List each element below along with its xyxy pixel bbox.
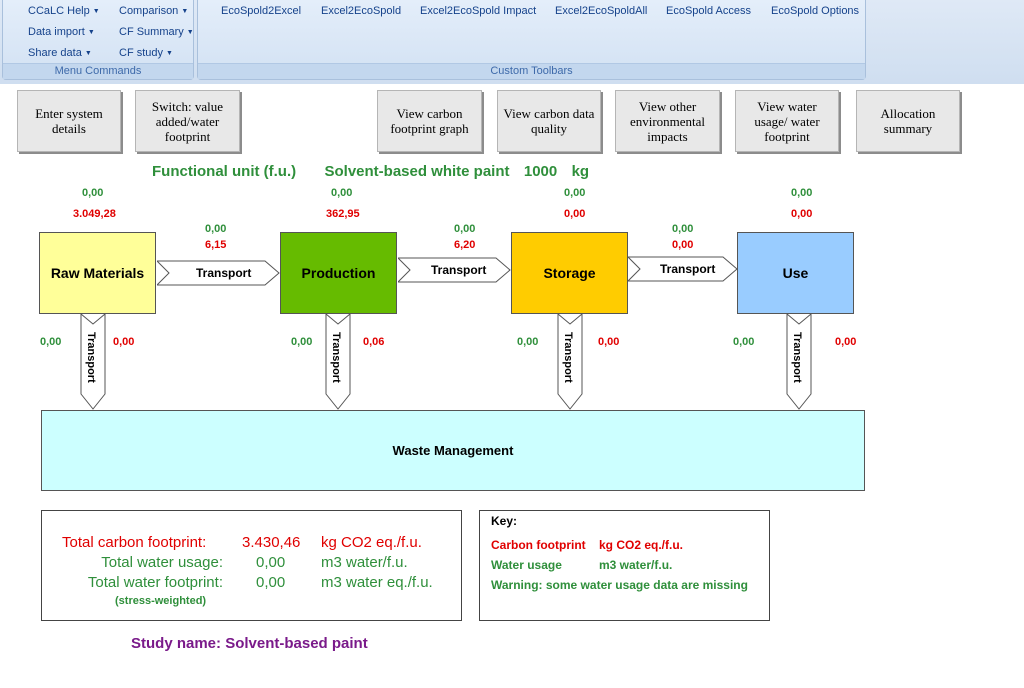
transport-down-arrow-raw [80, 314, 106, 410]
totals-panel: Total carbon footprint: 3.430,46 kg CO2 … [41, 510, 462, 621]
functional-unit-product: Solvent-based white paint [324, 163, 510, 180]
data-import-menu[interactable]: Data import▼ [28, 26, 95, 38]
transport3-water-value: 0,00 [672, 223, 694, 235]
ecospold-access-button[interactable]: EcoSpold Access [666, 5, 751, 17]
switch-value-button[interactable]: Switch: value added/water footprint [135, 90, 240, 152]
storage-carbon-value: 0,00 [564, 208, 586, 220]
menu-commands-group: CCaLC Help▼ Data import▼ Share data▼ Com… [2, 0, 194, 80]
transport3-carbon-value: 0,00 [672, 239, 694, 251]
production-down-carbon-value: 0,06 [363, 336, 385, 348]
total-carbon-label: Total carbon footprint: [62, 534, 207, 551]
transport-arrow-1 [157, 260, 280, 286]
transport1-water-value: 0,00 [205, 223, 227, 235]
key-water-label: Water usage [491, 558, 562, 572]
raw-materials-box[interactable]: Raw Materials [39, 232, 156, 314]
key-warning: Warning: some water usage data are missi… [491, 578, 748, 592]
enter-system-details-button[interactable]: Enter system details [17, 90, 121, 152]
storage-down-water-value: 0,00 [517, 336, 539, 348]
key-water-unit: m3 water/f.u. [599, 558, 673, 572]
use-down-water-value: 0,00 [733, 336, 755, 348]
custom-toolbars-group: EcoSpold2Excel Excel2EcoSpold Excel2EcoS… [197, 0, 866, 80]
functional-unit-line: Functional unit (f.u.) Solvent-based whi… [152, 163, 589, 180]
study-name-value: Solvent-based paint [225, 635, 368, 652]
view-other-impacts-button[interactable]: View other environmental impacts [615, 90, 720, 152]
key-carbon-unit: kg CO2 eq./f.u. [599, 538, 684, 552]
transport-label-1: Transport [196, 266, 252, 280]
use-water-value: 0,00 [791, 187, 813, 199]
total-carbon-value: 3.430,46 [242, 534, 301, 551]
view-carbon-quality-button[interactable]: View carbon data quality [497, 90, 601, 152]
total-carbon-unit: kg CO2 eq./f.u. [321, 534, 422, 551]
comparison-menu[interactable]: Comparison▼ [119, 5, 189, 17]
view-water-button[interactable]: View water usage/ water footprint [735, 90, 839, 152]
key-title: Key: [491, 514, 518, 528]
storage-box[interactable]: Storage [511, 232, 628, 314]
production-carbon-value: 362,95 [326, 208, 360, 220]
transport2-carbon-value: 6,20 [454, 239, 476, 251]
total-water-value: 0,00 [256, 554, 286, 571]
allocation-summary-button[interactable]: Allocation summary [856, 90, 960, 152]
raw-down-carbon-value: 0,00 [113, 336, 135, 348]
transport-down-label-storage: Transport [562, 332, 574, 383]
menu-commands-label: Menu Commands [3, 63, 193, 79]
transport-down-arrow-use [786, 314, 812, 410]
raw-water-value: 0,00 [82, 187, 104, 199]
total-water-unit: m3 water/f.u. [321, 554, 408, 571]
use-down-carbon-value: 0,00 [835, 336, 857, 348]
excel2ecospold-impact-button[interactable]: Excel2EcoSpold Impact [420, 5, 537, 17]
storage-water-value: 0,00 [564, 187, 586, 199]
view-carbon-graph-button[interactable]: View carbon footprint graph [377, 90, 482, 152]
functional-unit-amount: 1000 [523, 163, 558, 180]
total-water-footprint-unit: m3 water eq./f.u. [321, 574, 433, 591]
ribbon: CCaLC Help▼ Data import▼ Share data▼ Com… [0, 0, 1024, 84]
transport-label-3: Transport [660, 262, 716, 276]
functional-unit-unit: kg [571, 163, 590, 180]
cf-summary-menu[interactable]: CF Summary▼ [119, 26, 194, 38]
storage-down-carbon-value: 0,00 [598, 336, 620, 348]
ecospold-options-button[interactable]: EcoSpold Options [771, 5, 860, 17]
raw-down-water-value: 0,00 [40, 336, 62, 348]
key-panel: Key: Carbon footprint kg CO2 eq./f.u. Wa… [479, 510, 770, 621]
transport-arrow-3 [628, 256, 738, 282]
transport-label-2: Transport [431, 263, 487, 277]
study-name-line: Study name: Solvent-based paint [131, 635, 368, 652]
study-name-label: Study name: [131, 635, 222, 652]
total-water-footprint-value: 0,00 [256, 574, 286, 591]
cf-study-menu[interactable]: CF study▼ [119, 47, 173, 59]
use-carbon-value: 0,00 [791, 208, 813, 220]
waste-management-box[interactable]: Waste Management [41, 410, 865, 491]
ecospold2excel-button[interactable]: EcoSpold2Excel [221, 5, 302, 17]
transport-down-label-production: Transport [330, 332, 342, 383]
share-data-menu[interactable]: Share data▼ [28, 47, 92, 59]
transport2-water-value: 0,00 [454, 223, 476, 235]
stress-weighted-note: (stress-weighted) [115, 595, 207, 607]
production-water-value: 0,00 [331, 187, 353, 199]
custom-toolbars-label: Custom Toolbars [198, 63, 865, 79]
ccalc-help-menu[interactable]: CCaLC Help▼ [28, 5, 100, 17]
transport-down-arrow-production [325, 314, 351, 410]
production-down-water-value: 0,00 [291, 336, 313, 348]
excel2ecospoldall-button[interactable]: Excel2EcoSpoldAll [555, 5, 648, 17]
total-water-label: Total water usage: [101, 554, 223, 571]
use-box[interactable]: Use [737, 232, 854, 314]
production-box[interactable]: Production [280, 232, 397, 314]
transport-arrow-2 [398, 257, 511, 283]
transport1-carbon-value: 6,15 [205, 239, 227, 251]
key-carbon-label: Carbon footprint [491, 538, 586, 552]
functional-unit-label: Functional unit (f.u.) [152, 163, 297, 180]
transport-down-label-use: Transport [791, 332, 803, 383]
raw-carbon-value: 3.049,28 [73, 208, 116, 220]
transport-down-arrow-storage [557, 314, 583, 410]
total-water-footprint-label: Total water footprint: [87, 574, 223, 591]
transport-down-label-raw: Transport [85, 332, 97, 383]
excel2ecospold-button[interactable]: Excel2EcoSpold [321, 5, 402, 17]
